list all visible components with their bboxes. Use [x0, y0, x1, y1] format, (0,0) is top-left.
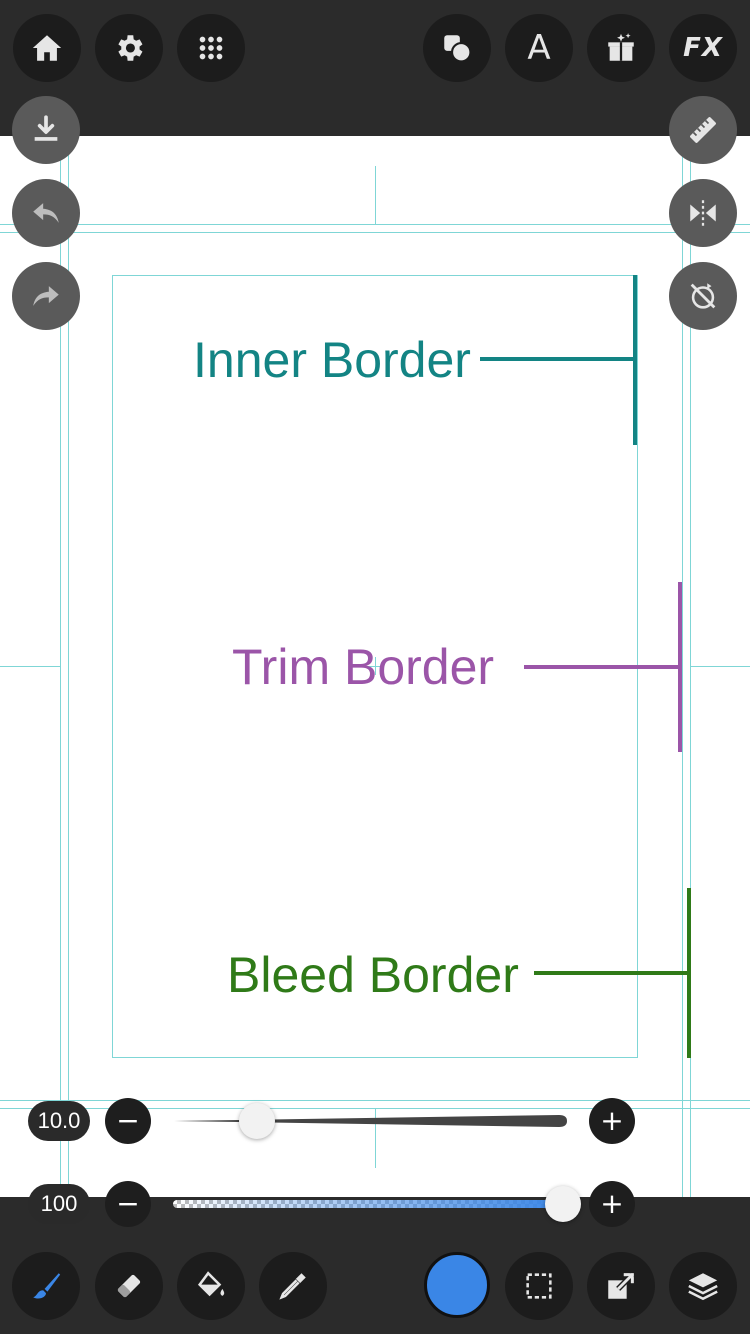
eyedropper-icon	[279, 1273, 306, 1300]
opacity-decrease-button[interactable]: −	[105, 1181, 151, 1227]
undo-icon	[33, 203, 59, 223]
selection-icon	[526, 1273, 552, 1299]
brush-size-slider[interactable]	[174, 1111, 567, 1131]
ruler-icon	[690, 117, 716, 143]
snap-off-icon	[690, 283, 716, 309]
brush-taper-track	[174, 1115, 567, 1127]
current-color-swatch[interactable]	[424, 1252, 490, 1318]
opacity-slider-thumb[interactable]	[545, 1186, 581, 1222]
redo-icon	[33, 286, 59, 306]
symmetry-icon	[690, 200, 716, 226]
transform-tool-button[interactable]	[587, 1252, 655, 1320]
text-button[interactable]: A	[505, 14, 573, 82]
apps-grid-button[interactable]	[177, 14, 245, 82]
redo-button[interactable]	[12, 262, 80, 330]
shapes-button[interactable]	[423, 14, 491, 82]
inner-border-indicator	[633, 275, 637, 445]
trim-border-indicator	[524, 665, 682, 669]
download-button[interactable]	[12, 96, 80, 164]
fill-icon	[197, 1271, 225, 1297]
brush-size-value[interactable]: 10.0	[28, 1101, 90, 1141]
trim-border-indicator	[678, 582, 682, 752]
download-icon	[34, 115, 58, 141]
snap-off-button[interactable]	[669, 262, 737, 330]
inner-border-indicator	[480, 357, 636, 361]
guide-line	[690, 666, 750, 667]
symmetry-button[interactable]	[669, 179, 737, 247]
guide-line	[0, 232, 750, 233]
opacity-gradient	[173, 1200, 563, 1208]
opacity-value[interactable]: 100	[28, 1184, 90, 1224]
eyedropper-tool-button[interactable]	[259, 1252, 327, 1320]
drawing-canvas[interactable]: Inner Border Trim Border Bleed Border	[0, 136, 750, 1197]
shapes-icon	[444, 35, 472, 63]
fx-button[interactable]: FX	[669, 14, 737, 82]
guide-line	[68, 136, 69, 1197]
trim-border-label: Trim Border	[232, 639, 495, 695]
center-mark	[375, 657, 376, 675]
guide-line	[375, 166, 376, 224]
brush-size-decrease-button[interactable]: −	[105, 1098, 151, 1144]
layers-button[interactable]	[669, 1252, 737, 1320]
text-icon: A	[527, 28, 551, 68]
guide-line	[375, 1108, 376, 1168]
guide-line	[0, 1100, 750, 1101]
bleed-border-label: Bleed Border	[227, 947, 519, 1003]
gift-button[interactable]	[587, 14, 655, 82]
opacity-slider[interactable]	[173, 1200, 563, 1208]
bleed-border-indicator	[534, 971, 690, 975]
opacity-increase-button[interactable]: +	[589, 1181, 635, 1227]
fill-tool-button[interactable]	[177, 1252, 245, 1320]
guide-line	[682, 136, 683, 1197]
eraser-icon	[117, 1274, 141, 1298]
eraser-tool-button[interactable]	[95, 1252, 163, 1320]
selection-tool-button[interactable]	[505, 1252, 573, 1320]
gift-icon	[608, 33, 634, 61]
inner-border-label: Inner Border	[193, 332, 471, 388]
settings-button[interactable]	[95, 14, 163, 82]
ruler-button[interactable]	[669, 96, 737, 164]
grid-icon	[199, 36, 223, 60]
home-button[interactable]	[13, 14, 81, 82]
bleed-border-indicator	[687, 888, 691, 1058]
layers-icon	[688, 1273, 718, 1301]
brush-icon	[33, 1273, 61, 1299]
brush-size-increase-button[interactable]: +	[589, 1098, 635, 1144]
brush-size-slider-thumb[interactable]	[239, 1103, 276, 1139]
transform-icon	[608, 1272, 635, 1299]
brush-tool-button[interactable]	[12, 1252, 80, 1320]
guide-line	[0, 224, 750, 225]
fx-icon: FX	[683, 33, 723, 63]
guide-line	[60, 136, 61, 1197]
gear-icon	[118, 35, 143, 61]
undo-button[interactable]	[12, 179, 80, 247]
guide-line	[0, 666, 60, 667]
home-icon	[32, 35, 62, 61]
